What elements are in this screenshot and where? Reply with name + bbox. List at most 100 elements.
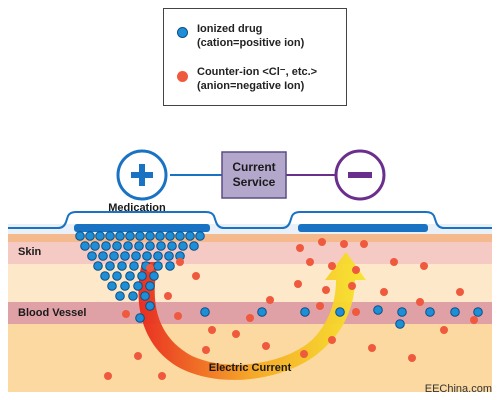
ionized-drug-particle xyxy=(165,261,175,271)
medication-pad xyxy=(74,224,210,232)
counter-ion-particle xyxy=(158,372,166,380)
ionized-drug-particle xyxy=(153,261,163,271)
ionized-drug-particle xyxy=(155,231,165,241)
ionized-drug-particle xyxy=(95,231,105,241)
counter-ion-particle xyxy=(266,296,274,304)
counter-ion-particle xyxy=(318,238,326,246)
negative-electrode xyxy=(334,149,386,201)
counter-ion-particle xyxy=(390,258,398,266)
ionized-drug-particle xyxy=(109,251,119,261)
ionized-drug-particle xyxy=(75,231,85,241)
ionized-drug-particle xyxy=(189,241,199,251)
legend: Ionized drug (cation=positive ion) Count… xyxy=(163,8,347,106)
ionized-drug-particle xyxy=(107,281,117,291)
counter-ion-particle xyxy=(300,350,308,358)
ionized-drug-particle xyxy=(195,231,205,241)
counter-ion-particle xyxy=(164,292,172,300)
ionized-drug-particle xyxy=(129,261,139,271)
counter-ion-particle xyxy=(420,262,428,270)
counter-ion-particle xyxy=(202,346,210,354)
ionized-drug-particle xyxy=(90,241,100,251)
ionized-drug-particle xyxy=(156,241,166,251)
ionized-drug-particle xyxy=(167,241,177,251)
ionized-drug-particle xyxy=(450,307,460,317)
ionized-drug-particle xyxy=(425,307,435,317)
ionized-drug-particle xyxy=(112,271,122,281)
minus-icon xyxy=(348,172,372,178)
counter-ion-particle xyxy=(380,288,388,296)
ionized-drug-particle xyxy=(120,251,130,261)
skin-surface-outline xyxy=(8,211,492,229)
ionized-drug-particle xyxy=(178,241,188,251)
counter-ion-legend-icon xyxy=(177,71,188,82)
ionized-drug-particle xyxy=(125,231,135,241)
counter-ion-particle xyxy=(176,258,184,266)
counter-ion-legend-label: Counter-ion <Cl⁻, etc.> xyxy=(197,66,318,78)
ionized-drug-particle xyxy=(395,319,405,329)
counter-ion-particle xyxy=(352,266,360,274)
counter-ion-particle xyxy=(440,326,448,334)
current-service-label-line1: Current xyxy=(232,160,275,174)
ionized-drug-particle xyxy=(335,307,345,317)
ionized-drug-particle xyxy=(128,291,138,301)
watermark: EEChina.com xyxy=(425,383,492,395)
ionized-drug-particle xyxy=(140,291,150,301)
counter-ion-particle xyxy=(456,288,464,296)
ionized-drug-particle xyxy=(200,307,210,317)
ionized-drug-particle xyxy=(164,251,174,261)
ionized-drug-legend-desc: (cation=positive ion) xyxy=(197,37,305,49)
ionized-drug-particle xyxy=(98,251,108,261)
counter-ion-particle xyxy=(408,354,416,362)
ionized-drug-particle xyxy=(131,251,141,261)
positive-electrode xyxy=(116,149,168,201)
ionized-drug-particle xyxy=(153,251,163,261)
ionized-drug-particle xyxy=(175,231,185,241)
medication-label: Medication xyxy=(108,202,166,214)
ionized-drug-particle xyxy=(145,301,155,311)
ionized-drug-particle xyxy=(135,231,145,241)
ionized-drug-legend-icon xyxy=(177,27,188,38)
electrode-pads xyxy=(8,211,492,232)
counter-ion-particle xyxy=(192,272,200,280)
counter-ion-particle xyxy=(352,308,360,316)
ionized-drug-particle xyxy=(123,241,133,251)
counter-ion-particle xyxy=(232,330,240,338)
ionized-drug-particle xyxy=(115,291,125,301)
plus-icon-v xyxy=(139,164,145,186)
counter-ion-particle xyxy=(348,282,356,290)
counter-ion-particle xyxy=(316,302,324,310)
ionized-drug-particle xyxy=(145,281,155,291)
blood-vessel-label: Blood Vessel xyxy=(18,307,86,319)
ionized-drug-particle xyxy=(85,231,95,241)
counter-ion-particle xyxy=(360,240,368,248)
ionized-drug-particle xyxy=(115,231,125,241)
ionized-drug-particle xyxy=(120,281,130,291)
ionized-drug-particle xyxy=(473,307,483,317)
ionized-drug-particle xyxy=(185,231,195,241)
ionized-drug-particle xyxy=(373,305,383,315)
ionized-drug-particle xyxy=(117,261,127,271)
counter-ion-particle xyxy=(340,240,348,248)
ion-particles xyxy=(75,231,483,380)
ionized-drug-particle xyxy=(165,231,175,241)
counter-ion-particle xyxy=(262,342,270,350)
ionized-drug-particle xyxy=(142,251,152,261)
ionized-drug-particle xyxy=(133,281,143,291)
ionized-drug-particle xyxy=(145,231,155,241)
counter-ion-particle xyxy=(146,264,154,272)
ionized-drug-particle xyxy=(101,241,111,251)
ionized-drug-particle xyxy=(87,251,97,261)
counter-ion-particle xyxy=(174,312,182,320)
ionized-drug-particle xyxy=(125,271,135,281)
ionized-drug-particle xyxy=(100,271,110,281)
electric-current-label: Electric Current xyxy=(209,362,292,374)
counter-ion-particle xyxy=(104,372,112,380)
ionized-drug-particle xyxy=(300,307,310,317)
ionized-drug-particle xyxy=(93,261,103,271)
ionized-drug-particle xyxy=(397,307,407,317)
counter-ion-particle xyxy=(122,310,130,318)
ionized-drug-particle xyxy=(145,241,155,251)
ionized-drug-particle xyxy=(105,261,115,271)
ionized-drug-particle xyxy=(134,241,144,251)
